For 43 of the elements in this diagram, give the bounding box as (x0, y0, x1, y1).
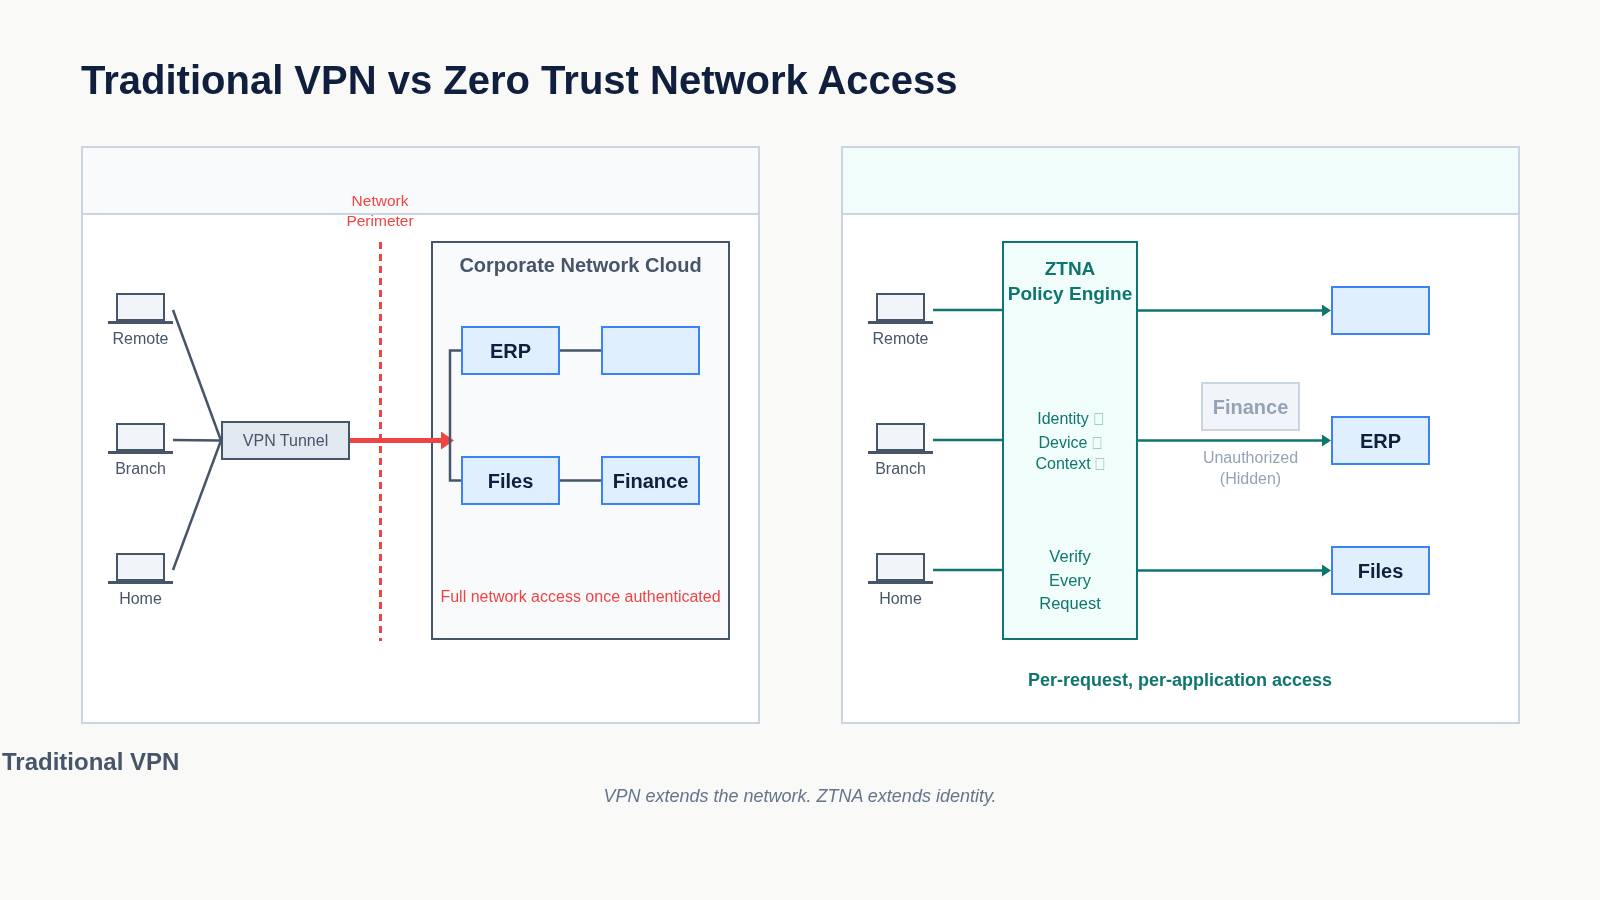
connector-line (448, 349, 461, 482)
engine-title: ZTNA Policy Engine (1007, 256, 1133, 306)
device-label: Home (879, 590, 922, 608)
access-summary: Per-request, per-application access (1027, 669, 1333, 691)
diagram-title: Traditional VPN vs Zero Trust Network Access (81, 57, 958, 104)
arrow (1138, 434, 1331, 447)
zone-note: Full network access once authenticated (440, 587, 721, 607)
connector-line (933, 568, 1002, 572)
app-node (601, 326, 700, 375)
connector-line (933, 438, 1002, 442)
app-node: ERP (461, 326, 560, 375)
device-label: Home (119, 590, 162, 608)
hidden-app-node: Finance (1201, 382, 1300, 431)
hidden-note: Unauthorized (Hidden) (1202, 448, 1299, 489)
connector-line (560, 479, 601, 482)
tunnel-node: VPN Tunnel (221, 421, 350, 460)
app-node: Files (461, 456, 560, 505)
check-label: Context (1035, 454, 1091, 474)
zone-heading: Corporate Network Cloud (459, 253, 702, 277)
network-zone (431, 241, 730, 640)
app-node: Files (1331, 546, 1430, 595)
device-label: Branch (875, 460, 926, 478)
diagram-caption: VPN extends the network. ZTNA extends identity. (603, 785, 997, 807)
connector-line (171, 440, 223, 571)
device-label: Remote (872, 330, 929, 348)
check-label: Device (1038, 433, 1088, 453)
section-heading: Traditional VPN (2, 748, 180, 776)
perimeter-label: Network Perimeter (346, 191, 414, 231)
device-label: Remote (112, 330, 169, 348)
connector-line (173, 438, 221, 442)
app-node: ERP (1331, 416, 1430, 465)
app-node (1331, 286, 1430, 335)
check-label: Identity (1037, 409, 1089, 429)
arrow (350, 431, 454, 450)
connector-line (560, 349, 601, 352)
arrow (1138, 304, 1331, 317)
engine-note: Verify Every Request (1038, 546, 1102, 614)
connector-line (933, 308, 1002, 312)
app-node: Finance (601, 456, 700, 505)
device-label: Branch (115, 460, 166, 478)
connector-line (171, 309, 223, 441)
policy-engine (1002, 241, 1138, 640)
arrow (1138, 564, 1331, 577)
